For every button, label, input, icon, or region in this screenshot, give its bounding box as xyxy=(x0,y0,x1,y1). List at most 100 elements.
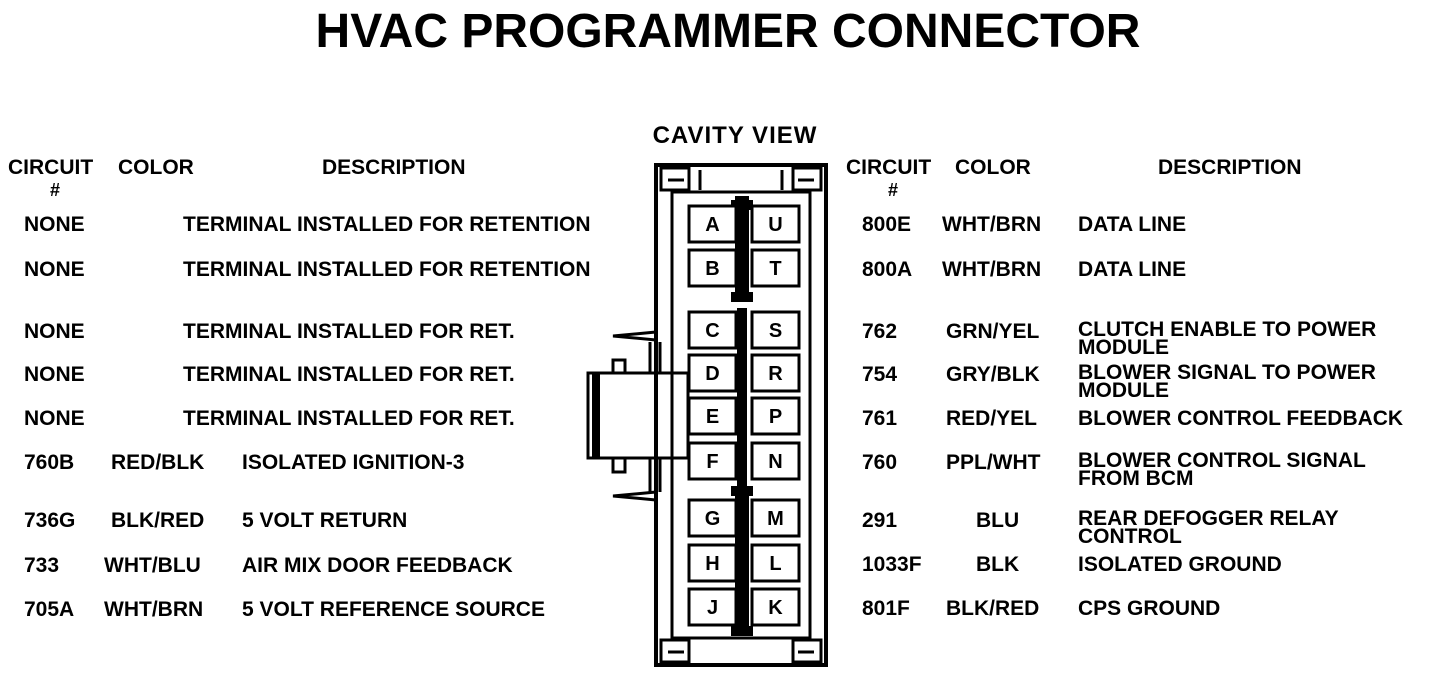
pin-cavity-g xyxy=(687,498,738,538)
pin-label-d: D xyxy=(705,363,719,385)
right-row-description: REAR DEFOGGER RELAY CONTROL xyxy=(1078,507,1339,548)
right-row-circuit: 800E xyxy=(862,213,912,236)
left-row-circuit: NONE xyxy=(24,258,85,281)
left-row-circuit: NONE xyxy=(24,213,85,236)
right-row-color: RED/YEL xyxy=(946,407,1038,430)
right-hash-header: # xyxy=(888,180,899,200)
right-row-color: BLU xyxy=(976,509,1020,532)
top-left-tab xyxy=(659,166,691,192)
left-row-circuit: NONE xyxy=(24,407,85,430)
right-row-circuit: 291 xyxy=(862,509,898,532)
pin-label-u: U xyxy=(768,214,782,236)
pin-cavity-s xyxy=(750,310,801,350)
pin-cavity-a xyxy=(687,204,738,244)
right-row-description: BLOWER SIGNAL TO POWER MODULE xyxy=(1078,361,1376,402)
left-row-description: TERMINAL INSTALLED FOR RET. xyxy=(183,363,515,386)
right-row-description: ISOLATED GROUND xyxy=(1078,553,1282,576)
right-row-circuit: 1033F xyxy=(862,553,922,576)
right-row-circuit: 801F xyxy=(862,597,910,620)
left-row-description: TERMINAL INSTALLED FOR RETENTION xyxy=(183,213,591,236)
right-row-circuit: 762 xyxy=(862,320,898,343)
left-row-circuit: 736G xyxy=(24,509,76,532)
right-description-header: DESCRIPTION xyxy=(1158,156,1302,179)
left-description-header: DESCRIPTION xyxy=(322,156,466,179)
right-row-description: CPS GROUND xyxy=(1078,597,1221,620)
right-row-description: DATA LINE xyxy=(1078,213,1187,236)
left-row-circuit: 705A xyxy=(24,598,75,621)
left-row-color: RED/BLK xyxy=(111,451,205,474)
pin-label-j: J xyxy=(707,597,718,619)
pin-label-k: K xyxy=(768,597,783,619)
left-row-description: TERMINAL INSTALLED FOR RET. xyxy=(183,407,515,430)
right-row-color: BLK/RED xyxy=(946,597,1040,620)
pin-cavity-p xyxy=(750,396,801,436)
bottom-right-tab xyxy=(791,638,823,664)
pin-label-l: L xyxy=(769,553,781,575)
right-row-color: GRY/BLK xyxy=(946,363,1040,386)
pin-label-p: P xyxy=(769,406,782,428)
pin-cavity-u xyxy=(750,204,801,244)
connector-housing xyxy=(654,163,828,667)
bottom-left-tab xyxy=(659,638,691,664)
left-row-circuit: 760B xyxy=(24,451,75,474)
pin-label-f: F xyxy=(706,451,718,473)
right-row-color: WHT/BRN xyxy=(942,258,1042,281)
pin-cavity-l xyxy=(750,543,801,583)
diagram-title: HVAC PROGRAMMER CONNECTOR xyxy=(315,5,1141,58)
left-row-circuit: 733 xyxy=(24,554,60,577)
right-row-description: DATA LINE xyxy=(1078,258,1187,281)
left-row-color: WHT/BLU xyxy=(104,554,201,577)
right-row-description: CLUTCH ENABLE TO POWER MODULE xyxy=(1078,318,1377,359)
right-row-circuit: 800A xyxy=(862,258,913,281)
left-row-description: ISOLATED IGNITION-3 xyxy=(242,451,465,474)
pin-label-t: T xyxy=(769,258,781,280)
top-right-tab xyxy=(791,166,823,192)
pin-cavity-n xyxy=(750,441,801,481)
right-row-circuit: 754 xyxy=(862,363,898,386)
cavity-view-label: CAVITY VIEW xyxy=(652,122,818,149)
right-row-color: BLK xyxy=(976,553,1020,576)
left-row-circuit: NONE xyxy=(24,363,85,386)
right-row-color: GRN/YEL xyxy=(946,320,1040,343)
pin-cavity-t xyxy=(750,248,801,288)
right-row-description: BLOWER CONTROL FEEDBACK xyxy=(1078,407,1404,430)
right-row-description: BLOWER CONTROL SIGNAL FROM BCM xyxy=(1078,449,1366,490)
left-row-circuit: NONE xyxy=(24,320,85,343)
right-row-circuit: 761 xyxy=(862,407,898,430)
right-row-color: PPL/WHT xyxy=(946,451,1041,474)
left-row-description: AIR MIX DOOR FEEDBACK xyxy=(242,554,513,577)
pin-label-m: M xyxy=(767,508,784,530)
left-circuit-header: CIRCUIT xyxy=(8,156,94,179)
pin-label-g: G xyxy=(705,508,721,530)
left-row-description: TERMINAL INSTALLED FOR RETENTION xyxy=(183,258,591,281)
pin-cavity-j xyxy=(687,587,738,627)
pin-label-a: A xyxy=(705,214,719,236)
left-color-header: COLOR xyxy=(118,156,194,179)
left-row-color: BLK/RED xyxy=(111,509,205,532)
pin-label-h: H xyxy=(705,553,719,575)
pin-cavity-m xyxy=(750,498,801,538)
left-row-description: TERMINAL INSTALLED FOR RET. xyxy=(183,320,515,343)
pin-cavity-r xyxy=(750,353,801,393)
pin-cavity-f xyxy=(687,441,738,481)
pin-cavity-h xyxy=(687,543,738,583)
pin-cavity-b xyxy=(687,248,738,288)
pin-cavity-e xyxy=(687,396,738,436)
left-row-description: 5 VOLT REFERENCE SOURCE xyxy=(242,598,545,621)
left-hash-header: # xyxy=(50,180,61,200)
pin-cavity-d xyxy=(687,353,738,393)
right-row-circuit: 760 xyxy=(862,451,898,474)
left-row-color: WHT/BRN xyxy=(104,598,204,621)
right-color-header: COLOR xyxy=(955,156,1031,179)
pin-label-s: S xyxy=(769,320,782,342)
pin-label-r: R xyxy=(768,363,783,385)
right-circuit-header: CIRCUIT xyxy=(846,156,932,179)
left-row-description: 5 VOLT RETURN xyxy=(242,509,408,532)
pin-label-b: B xyxy=(705,258,719,280)
pin-cavity-k xyxy=(750,587,801,627)
right-row-color: WHT/BRN xyxy=(942,213,1042,236)
pin-cavity-c xyxy=(687,310,738,350)
pin-label-e: E xyxy=(706,406,719,428)
pin-label-n: N xyxy=(768,451,782,473)
